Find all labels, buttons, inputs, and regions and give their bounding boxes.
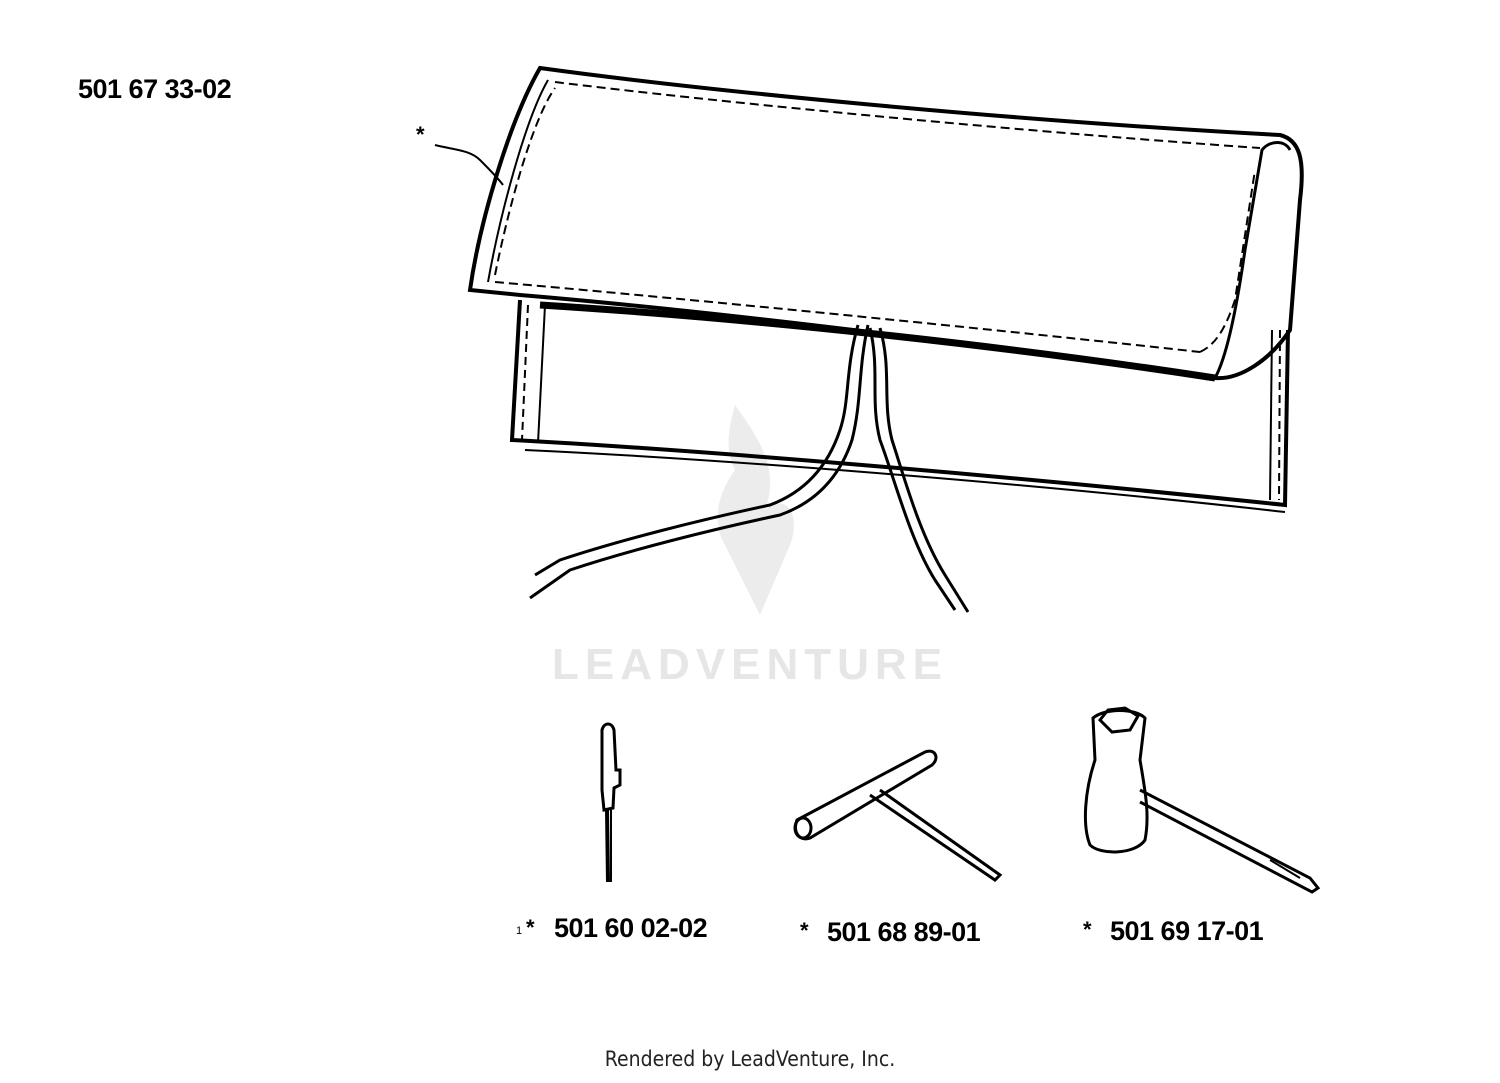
tool-1-part-number: 501 60 02-02 [554,913,708,943]
t-wrench-icon [793,749,1003,882]
tool-3-part-number: 501 69 17-01 [1110,916,1264,946]
screwdriver-icon [600,722,622,883]
footer-credit: Rendered by LeadVenture, Inc. [604,1047,896,1071]
tool-1-marker: * [526,915,535,940]
tool-3-marker: * [1083,917,1092,942]
tool-2-part-number: 501 68 89-01 [827,917,981,947]
pouch-callout-marker: * [416,122,425,147]
watermark-text: LEADVENTURE [551,640,949,689]
combination-spanner-icon [1083,706,1321,894]
tool-pouch [434,65,1304,613]
tool-1-ref: 1 [516,925,523,937]
title-part-number: 501 67 33-02 [78,74,232,104]
tool-2-marker: * [800,918,809,943]
flame-logo-icon [717,405,794,615]
